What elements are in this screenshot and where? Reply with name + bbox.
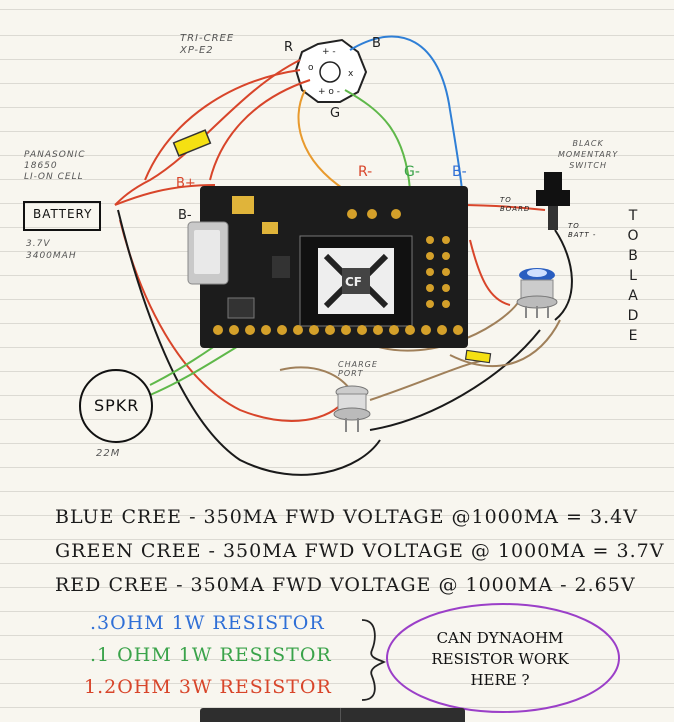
battery-specs-label: 3.7v 3400mAh (26, 239, 77, 261)
brown-wire-4 (369, 359, 491, 401)
tri-cree-label: Tri-Cree XP-E2 (180, 33, 235, 56)
charge-port (333, 385, 371, 432)
spec-green-cree: Green Cree - 350mA Fwd voltage @ 1000mA … (55, 540, 665, 562)
blue-ring-switch (516, 268, 558, 318)
to-blade-label: TO BLADE (627, 208, 639, 344)
b-minus-label: B- (178, 208, 192, 223)
speaker-circle (79, 369, 153, 443)
panasonic-label: Panasonic 18650 Li-on cell (24, 150, 86, 182)
svg-text:+ -: + - (322, 47, 336, 57)
black-wire (117, 209, 381, 476)
black-wire-switch (554, 229, 573, 321)
svg-text:+ o -: + o - (318, 87, 340, 97)
tri-cree-led: + - o x + o - (294, 38, 368, 103)
brace (361, 619, 387, 701)
b-plus-label: B+ (176, 176, 196, 191)
resistor-red: 1.2ohm 3w Resistor (84, 676, 332, 698)
red-wire-led-2 (209, 79, 311, 181)
dynaohm-note: Can Dynaohm Resistor work here ? (431, 629, 569, 689)
red-wire-led-1 (114, 59, 301, 206)
board-logo-text: CF (345, 275, 362, 289)
b-minus-led-label: B- (452, 164, 467, 180)
red-wire-right (469, 239, 511, 306)
to-board-label: To Board (500, 196, 531, 213)
red-wire-board (114, 184, 216, 206)
black-switch-label: Black Momentary Switch (558, 139, 619, 170)
battery-box (23, 201, 101, 231)
blue-wire (349, 35, 463, 191)
yellow-resistor-bottom (464, 349, 492, 364)
cree-g-label: G (330, 106, 341, 121)
crystalfocus-board: CF (187, 186, 468, 348)
resistor-green: .1 ohm 1w Resistor (90, 644, 332, 666)
momentary-switch (536, 172, 570, 230)
black-wire-2 (369, 329, 541, 431)
yellow-resistor-top (172, 129, 212, 157)
resistor-blue: .3ohm 1w Resistor (90, 612, 325, 634)
battery-label: BATTERY (33, 207, 93, 221)
cree-r-label: R (284, 40, 294, 55)
spkr-ohm-label: 22m (96, 448, 121, 459)
orange-wire (297, 89, 346, 191)
svg-text:o: o (308, 63, 314, 73)
cree-b-label: B (372, 36, 381, 51)
spec-red-cree: Red Cree - 350mA Fwd voltage @ 1000mA - … (55, 574, 636, 596)
note-oval (386, 603, 620, 713)
spec-blue-cree: Blue Cree - 350mA Fwd voltage @1000mA = … (55, 506, 638, 528)
g-minus-label: G- (404, 164, 420, 180)
red-wire-loop (119, 219, 346, 422)
spkr-label: SPKR (94, 396, 140, 415)
to-batt-label: To Batt - (568, 222, 597, 239)
charge-port-label: Charge Port (338, 360, 378, 378)
svg-text:x: x (348, 69, 354, 79)
bottom-toolbar[interactable] (200, 708, 465, 722)
green-wire-led (344, 89, 411, 191)
r-minus-label: R- (358, 164, 373, 180)
red-wire-led-3 (144, 69, 301, 181)
brown-wire-3 (449, 319, 561, 368)
green-wire-spkr-2 (149, 344, 241, 396)
